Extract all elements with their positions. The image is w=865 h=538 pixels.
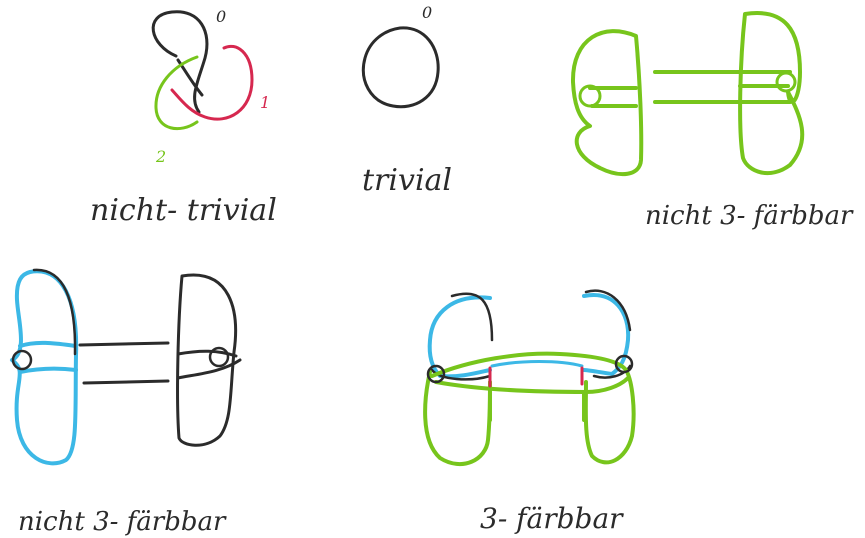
trefoil-knot: 0 1 2	[153, 7, 270, 166]
label-not-colorable-green: nicht 3- färbbar	[645, 201, 854, 231]
tricolor-red-marks	[490, 368, 582, 386]
blue-link	[12, 270, 240, 463]
unknot-mark: 0	[422, 3, 432, 22]
trefoil-red-strand	[172, 46, 252, 119]
blue-crossing-left	[13, 351, 31, 369]
unknot-circle	[363, 28, 438, 107]
green-right-ring	[740, 13, 802, 173]
trefoil-mark-red: 1	[260, 93, 270, 112]
tricolor-green-inner	[490, 392, 584, 420]
trefoil-mark-green: 2	[155, 147, 166, 166]
trefoil-mark-black: 0	[216, 7, 226, 26]
tricolor-blue-bridge	[492, 362, 582, 367]
green-link	[573, 13, 802, 174]
label-nontrivial: nicht- trivial	[90, 193, 277, 228]
tricolor-link	[425, 291, 633, 464]
label-not-colorable-blue: nicht 3- färbbar	[18, 507, 227, 537]
green-crossing-right	[777, 73, 795, 91]
label-trivial: trivial	[362, 163, 452, 198]
label-colorable: 3- färbbar	[480, 502, 624, 535]
black-bridge	[80, 343, 168, 383]
unknot: 0	[363, 3, 438, 107]
